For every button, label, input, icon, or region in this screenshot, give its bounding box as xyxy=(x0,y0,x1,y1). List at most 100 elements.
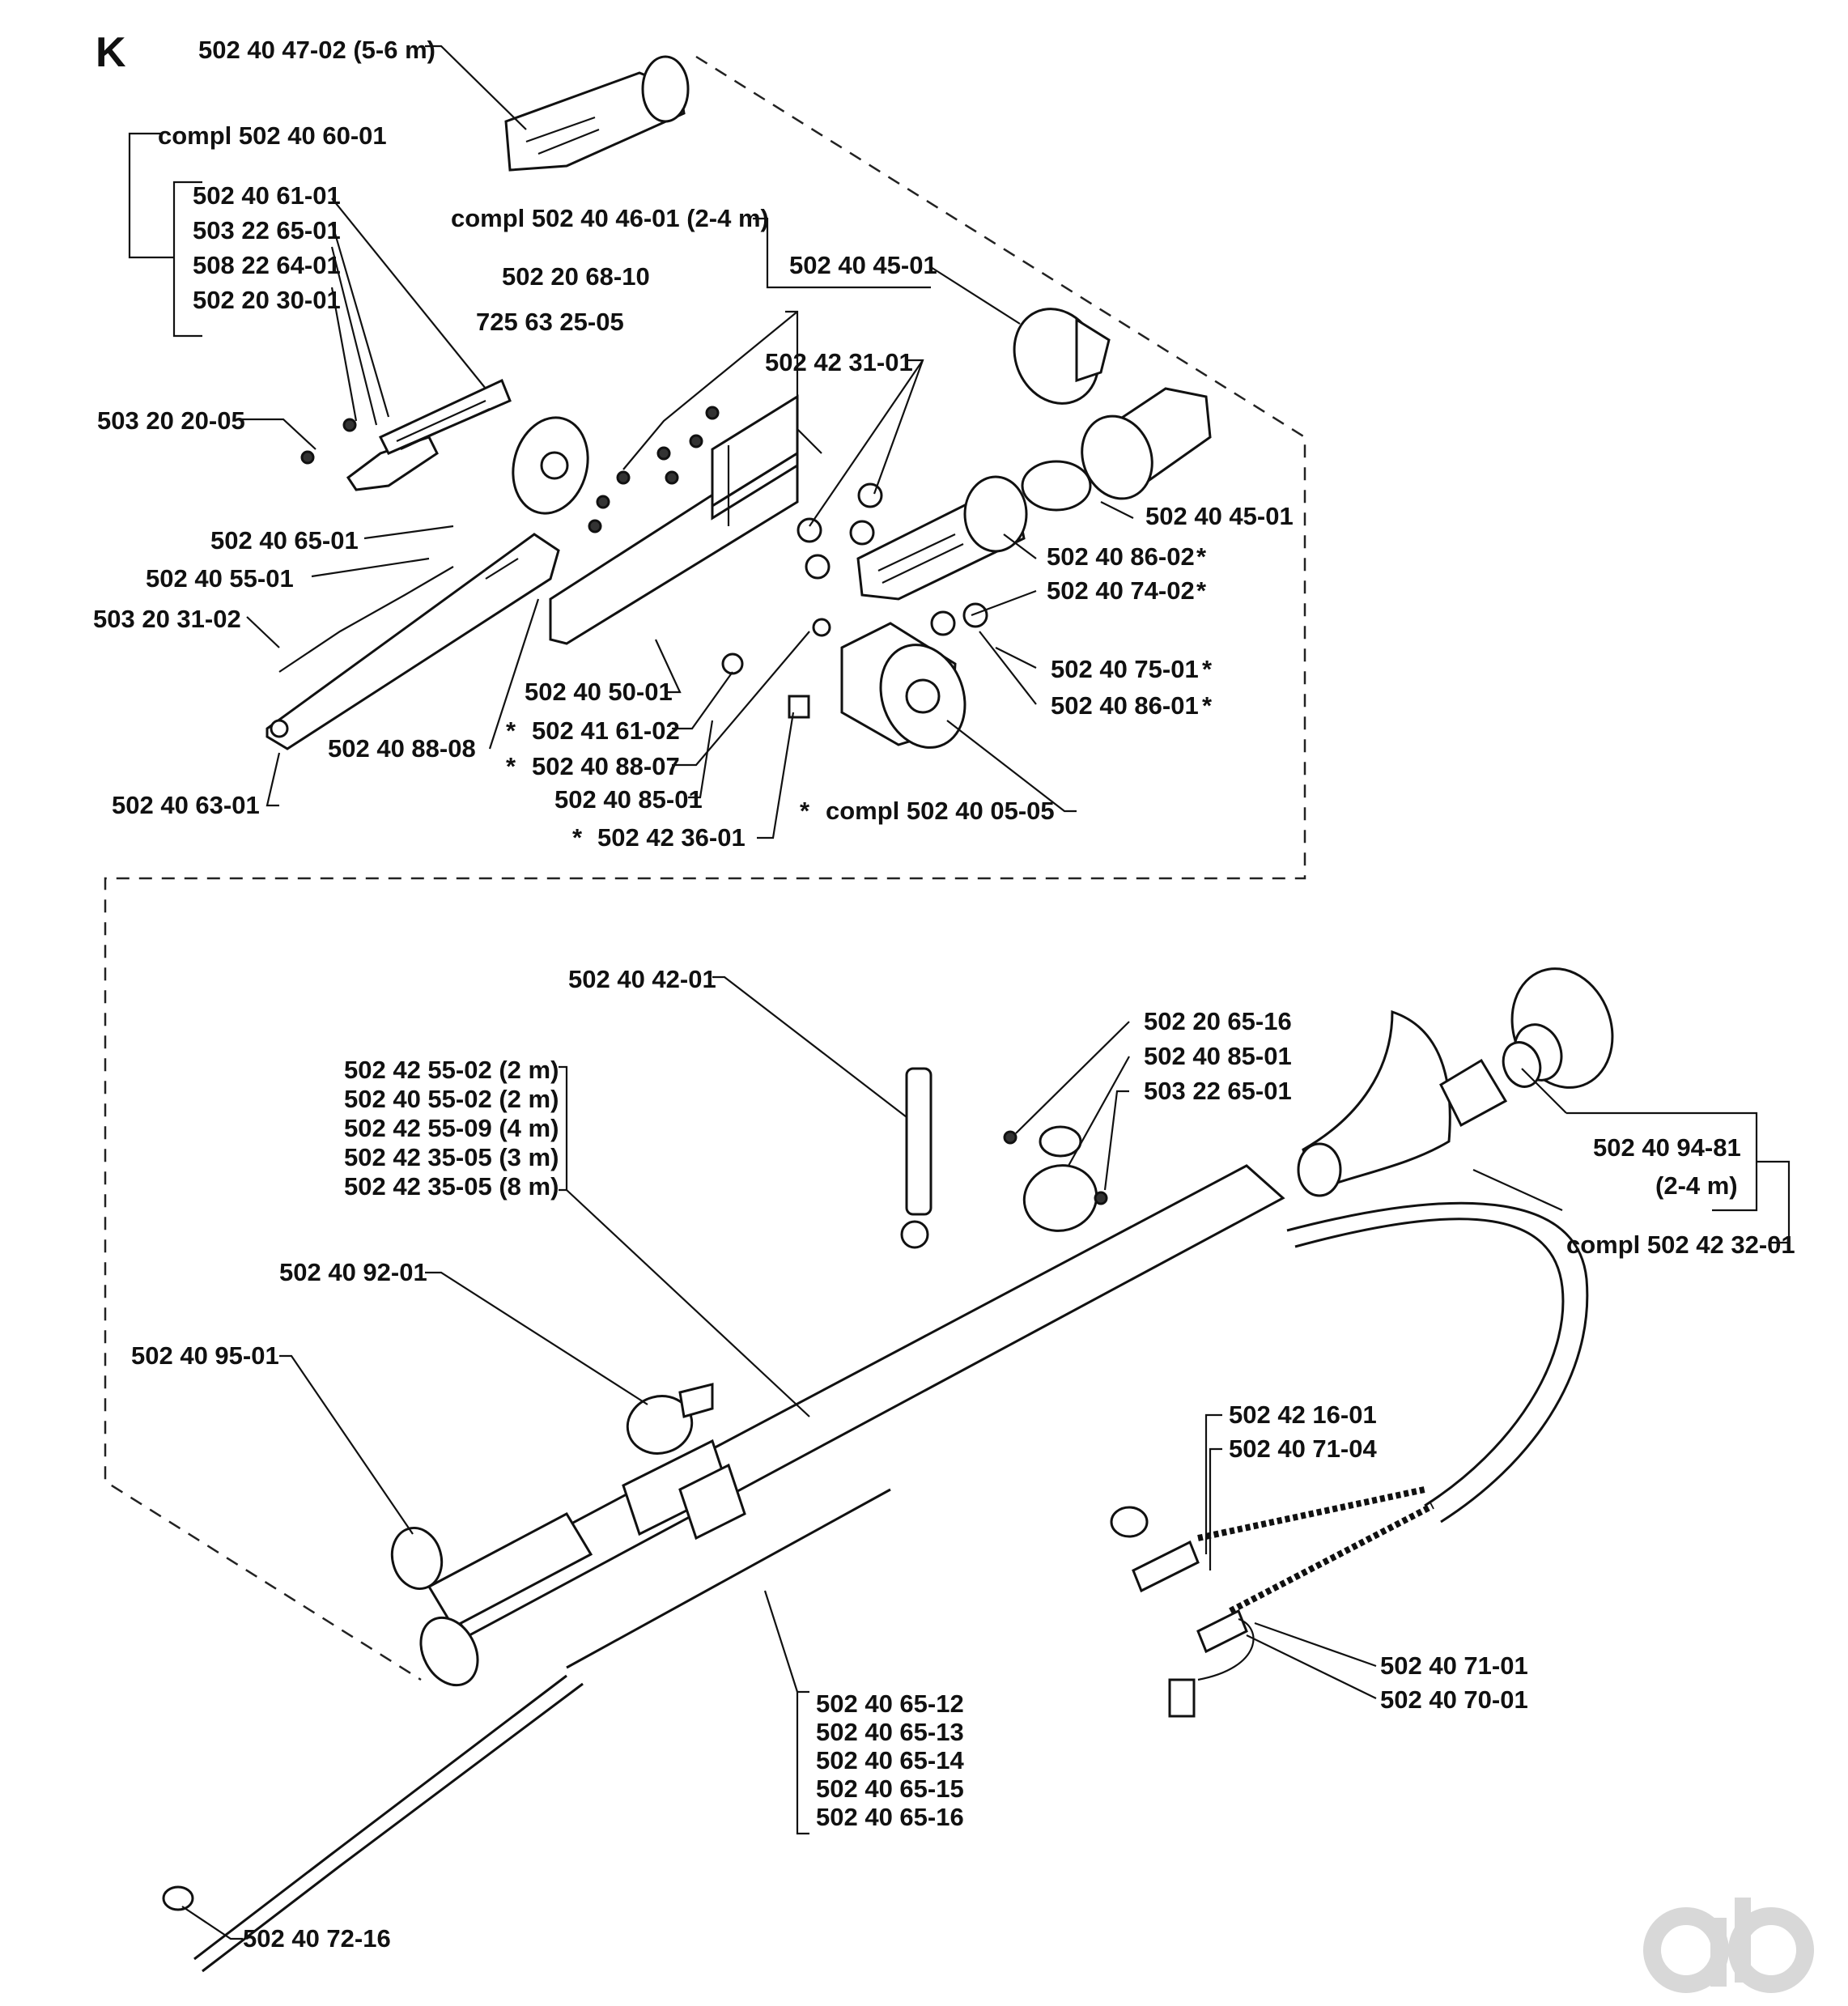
fitting-1 xyxy=(930,610,956,636)
label-screw-10: 502 20 68-10 xyxy=(502,262,650,291)
label-clip-1: 502 20 65-16 xyxy=(1144,1007,1292,1035)
cover-plate-part xyxy=(346,378,512,491)
cone-connector-part xyxy=(1297,1009,1451,1197)
bush-4 xyxy=(805,554,831,580)
label-cable-2: 502 40 71-04 xyxy=(1229,1434,1377,1463)
label-top-tube: 502 40 47-02 (5-6 m) xyxy=(198,36,435,64)
label-tube-5: 502 40 65-16 xyxy=(816,1803,964,1831)
label-shaft-3: 502 42 55-09 (4 m) xyxy=(344,1114,559,1142)
sprocket-part xyxy=(512,416,589,515)
chain-part xyxy=(278,566,454,673)
label-compl-gear: compl 502 40 46-01 (2-4 m) xyxy=(451,204,769,232)
guide-bar-part xyxy=(266,533,560,750)
label-tube-1: 502 40 65-12 xyxy=(816,1689,964,1718)
handle-part xyxy=(900,1067,932,1249)
label-tube-2: 502 40 65-13 xyxy=(816,1718,964,1746)
label-star-2: 502 40 74-02 xyxy=(1047,576,1195,605)
section-letter: K xyxy=(96,29,126,76)
bush-3 xyxy=(849,520,875,546)
star-1: * xyxy=(1196,542,1207,571)
label-clip-3: 503 22 65-01 xyxy=(1144,1077,1292,1105)
upper-dashed-outline xyxy=(104,55,1306,1681)
gear-housing-part xyxy=(856,475,1028,601)
label-plug-2: 502 40 70-01 xyxy=(1380,1685,1528,1714)
shaft-end-opening xyxy=(419,1616,479,1687)
label-clutch-1: 502 40 94-81 xyxy=(1593,1133,1741,1162)
label-cable-1: 502 42 16-01 xyxy=(1229,1400,1377,1429)
label-end-cap: 502 40 72-16 xyxy=(243,1924,391,1953)
watermark-logo xyxy=(1643,1898,1814,1993)
label-clip-2: 502 40 85-01 xyxy=(1144,1042,1292,1070)
label-clutch-2: (2-4 m) xyxy=(1655,1171,1738,1200)
fitting-3 xyxy=(812,618,831,637)
label-pin: 502 41 61-02 xyxy=(532,716,680,745)
cutting-head-assembly xyxy=(266,55,1212,750)
fitting-2 xyxy=(962,602,988,628)
label-head-1: 502 40 61-01 xyxy=(193,181,341,210)
label-star-1: 502 40 86-02 xyxy=(1047,542,1195,571)
label-cover: 502 40 65-01 xyxy=(210,526,359,555)
bushing-part xyxy=(1021,460,1092,512)
label-plug-1: 502 40 71-01 xyxy=(1380,1651,1528,1680)
shaft-assembly xyxy=(162,967,1614,1973)
label-coupling-r: 502 40 45-01 xyxy=(1145,502,1294,530)
label-clamp-small: 502 40 95-01 xyxy=(131,1341,279,1370)
label-compl-head: compl 502 40 60-01 xyxy=(158,121,387,150)
leader-lines-upper xyxy=(128,45,1134,839)
clutch-drum-part xyxy=(1502,967,1614,1089)
label-shaft-2: 502 40 55-02 (2 m) xyxy=(344,1085,559,1113)
label-head-3: 508 22 64-01 xyxy=(193,251,341,279)
label-nut: 502 40 88-08 xyxy=(328,734,476,763)
label-compl-clutch: compl 502 42 32-01 xyxy=(1566,1230,1795,1259)
shaft-tube-1 xyxy=(427,1512,593,1629)
bar-body-part xyxy=(549,394,799,645)
end-cap-part xyxy=(162,1885,194,1911)
label-head-4: 502 20 30-01 xyxy=(193,286,341,314)
label-clamp-top: 502 40 45-01 xyxy=(789,251,937,279)
hose-part xyxy=(1286,1201,1589,1524)
label-spring: 502 40 85-01 xyxy=(554,785,703,814)
coupling-part xyxy=(1081,387,1212,500)
bolt-group xyxy=(300,406,720,533)
labels-lower: 502 40 42-01 502 20 65-16 502 40 85-01 5… xyxy=(131,965,1795,1953)
label-bar-body: 502 40 50-01 xyxy=(525,678,673,706)
bush-2 xyxy=(797,517,822,543)
label-star-4: 502 40 86-01 xyxy=(1051,691,1199,720)
star-washer: * xyxy=(572,823,583,852)
star-motor: * xyxy=(800,797,810,825)
label-bush: 502 42 31-01 xyxy=(765,348,913,376)
star-sleeve: * xyxy=(506,752,516,780)
top-tube-part xyxy=(504,55,690,172)
bush-1 xyxy=(857,482,883,508)
label-bolt-20: 503 20 20-05 xyxy=(97,406,245,435)
label-compl-motor: compl 502 40 05-05 xyxy=(826,797,1055,825)
label-chain: 503 20 31-02 xyxy=(93,605,241,633)
label-star-3: 502 40 75-01 xyxy=(1051,655,1199,683)
label-shaft-5: 502 42 35-05 (8 m) xyxy=(344,1172,559,1201)
star-2: * xyxy=(1196,576,1207,605)
label-bar: 502 40 63-01 xyxy=(112,791,260,819)
label-screw-725: 725 63 25-05 xyxy=(476,308,624,336)
leader-lines-lower xyxy=(181,975,1791,1940)
label-handle: 502 40 42-01 xyxy=(568,965,716,993)
label-tube-3: 502 40 65-14 xyxy=(816,1746,964,1774)
cable-spring-part xyxy=(1110,1486,1434,1718)
label-shaft-4: 502 42 35-05 (3 m) xyxy=(344,1143,559,1171)
labels-upper: 502 40 47-02 (5-6 m) compl 502 40 60-01 … xyxy=(93,36,1294,852)
clip-part xyxy=(1003,1125,1108,1232)
clutch-sleeve-part xyxy=(1439,1058,1508,1128)
clamp-ring-part xyxy=(1013,308,1111,405)
motor-part xyxy=(840,622,966,749)
label-shaft-1: 502 42 55-02 (2 m) xyxy=(344,1056,559,1084)
star-3: * xyxy=(1202,655,1213,683)
star-pin: * xyxy=(506,716,516,745)
pin-part xyxy=(721,652,744,675)
label-head-2: 503 22 65-01 xyxy=(193,216,341,244)
shaft-tube-3 xyxy=(678,1463,746,1541)
label-washer: 502 42 36-01 xyxy=(597,823,746,852)
star-4: * xyxy=(1202,691,1213,720)
label-ring: 502 40 92-01 xyxy=(279,1258,427,1286)
ring-part xyxy=(626,1383,714,1455)
label-plate: 502 40 55-01 xyxy=(146,564,294,593)
